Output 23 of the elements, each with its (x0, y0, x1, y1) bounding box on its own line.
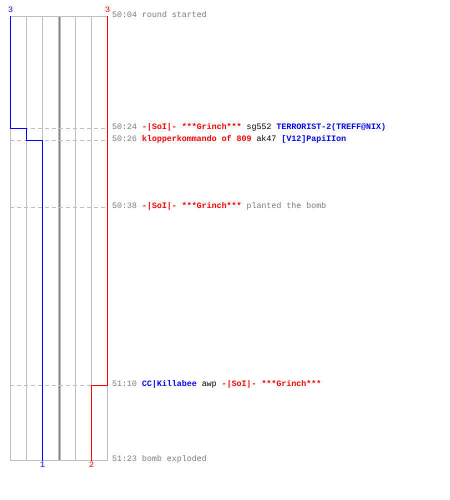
player-name: TERRORIST-2(TREFF@NIX) (276, 123, 386, 133)
player-name: CC|Killabee (142, 380, 197, 390)
weapon-name: awp (202, 380, 217, 390)
event-text: bomb exploded (142, 455, 207, 465)
timestamp: 50:26 (112, 135, 137, 145)
weapon-name: ak47 (256, 135, 276, 145)
player-name: -|SoI|- ***Grinch*** (142, 202, 242, 212)
timestamp: 50:04 (112, 11, 137, 21)
event-text: planted the bomb (246, 202, 326, 212)
player-name: -|SoI|- ***Grinch*** (142, 123, 242, 133)
player-count: 3 (8, 6, 14, 15)
player-count: 2 (88, 461, 94, 470)
player-name: klopperkommando of 809 (142, 135, 252, 145)
weapon-name: sg552 (246, 123, 272, 133)
player-count: 3 (104, 6, 110, 15)
player-name: -|SoI|- ***Grinch*** (222, 380, 322, 390)
timestamp: 50:38 (112, 202, 137, 212)
timestamp: 51:10 (112, 380, 137, 390)
event-text: round started (142, 11, 207, 21)
timestamp: 51:23 (112, 455, 137, 465)
player-name: [V12]PapiIIon (281, 135, 346, 145)
player-count: 1 (40, 461, 46, 470)
timestamp: 50:24 (112, 123, 137, 133)
